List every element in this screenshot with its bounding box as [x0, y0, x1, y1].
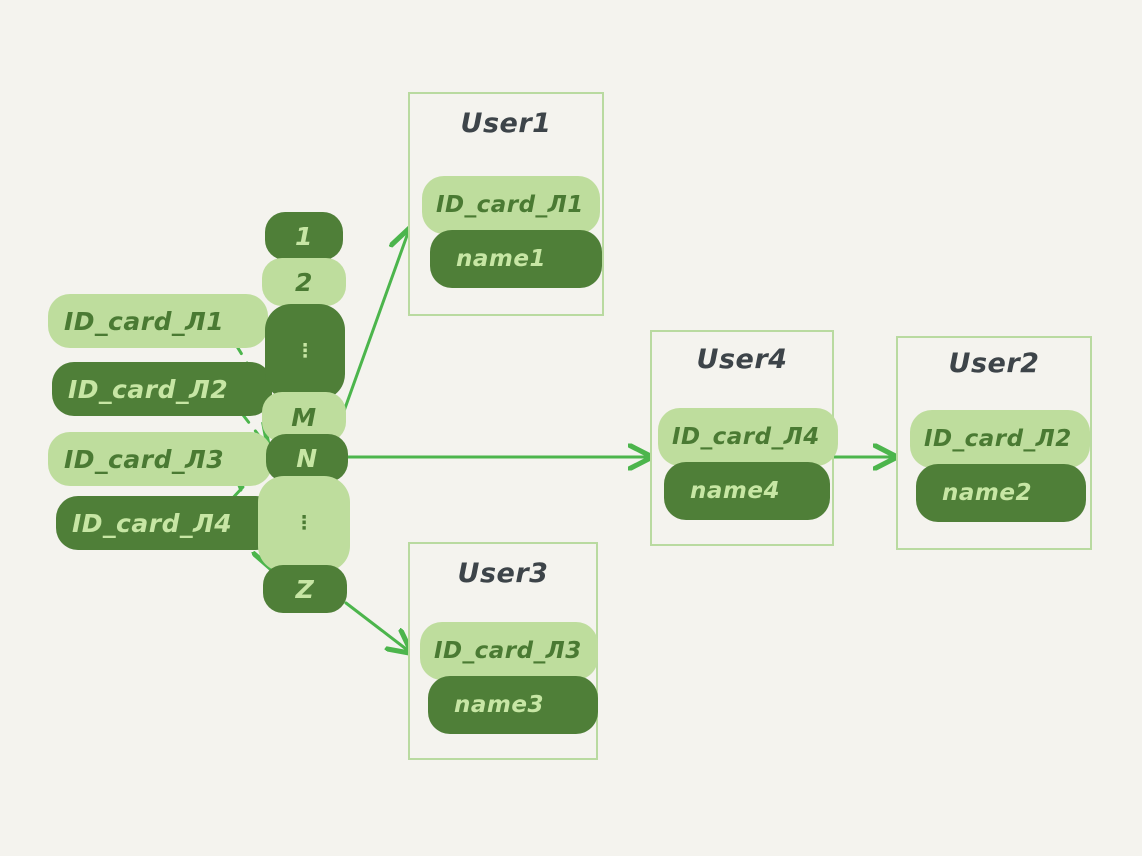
user-box-user3-name-label: name3 [454, 692, 544, 718]
input-card-4[interactable]: ID_card_Л4 [56, 496, 278, 550]
user-box-user4-idcard[interactable]: ID_card_Л4 [658, 408, 838, 466]
input-card-2-label: ID_card_Л2 [68, 374, 229, 404]
user-box-user2[interactable]: User2 ID_card_Л2 name2 [896, 336, 1092, 550]
user-box-user4-title: User4 [696, 344, 788, 375]
index-cell-m[interactable]: M [262, 392, 346, 442]
user-box-user4-name-label: name4 [690, 478, 780, 504]
index-cell-2[interactable]: 2 [262, 258, 346, 306]
index-cell-n-label: N [296, 443, 318, 473]
user-box-user3-title: User3 [457, 558, 549, 589]
user-box-user1-idcard-label: ID_card_Л1 [436, 192, 584, 218]
index-cell-gap-lower-label: ⋮ [294, 512, 314, 535]
user-box-user2-title: User2 [948, 348, 1040, 379]
index-cell-1[interactable]: 1 [265, 212, 343, 260]
user-box-user4-name[interactable]: name4 [664, 462, 830, 520]
user-box-user4-idcard-label: ID_card_Л4 [672, 424, 820, 450]
user-box-user1-idcard[interactable]: ID_card_Л1 [422, 176, 600, 234]
edge-z-to-user3 [344, 601, 410, 652]
user-box-user2-name[interactable]: name2 [916, 464, 1086, 522]
index-cell-gap-lower: ⋮ [258, 476, 350, 572]
user-box-user2-idcard[interactable]: ID_card_Л2 [910, 410, 1090, 468]
index-cell-z[interactable]: Z [263, 565, 347, 613]
input-card-3[interactable]: ID_card_Л3 [48, 432, 272, 486]
user-box-user3-name[interactable]: name3 [428, 676, 598, 734]
user-box-user4[interactable]: User4 ID_card_Л4 name4 [650, 330, 838, 546]
index-cell-gap-upper: ⋮ [265, 304, 345, 400]
user-box-user2-idcard-label: ID_card_Л2 [924, 426, 1072, 452]
input-card-3-label: ID_card_Л3 [64, 444, 225, 474]
edge-m-to-user1 [342, 230, 409, 413]
input-card-1-label: ID_card_Л1 [64, 306, 225, 336]
user-box-user3[interactable]: User3 ID_card_Л3 name3 [408, 542, 598, 760]
user-box-user1-name-label: name1 [456, 246, 546, 272]
user-box-user2-name-label: name2 [942, 480, 1032, 506]
index-cell-1-label: 1 [295, 221, 313, 251]
input-card-2[interactable]: ID_card_Л2 [52, 362, 272, 416]
user-box-user1-title: User1 [460, 108, 552, 139]
index-cell-2-label: 2 [295, 267, 313, 297]
input-card-1[interactable]: ID_card_Л1 [48, 294, 268, 348]
user-box-user3-idcard-label: ID_card_Л3 [434, 638, 582, 664]
index-cell-n[interactable]: N [266, 434, 348, 482]
index-cell-z-label: Z [295, 574, 315, 604]
user-box-user1[interactable]: User1 ID_card_Л1 name1 [408, 92, 604, 316]
user-box-user3-idcard[interactable]: ID_card_Л3 [420, 622, 598, 680]
index-cell-gap-upper-label: ⋮ [295, 340, 315, 363]
input-card-4-label: ID_card_Л4 [72, 508, 233, 538]
user-box-user1-name[interactable]: name1 [430, 230, 602, 288]
index-cell-m-label: M [291, 402, 317, 432]
